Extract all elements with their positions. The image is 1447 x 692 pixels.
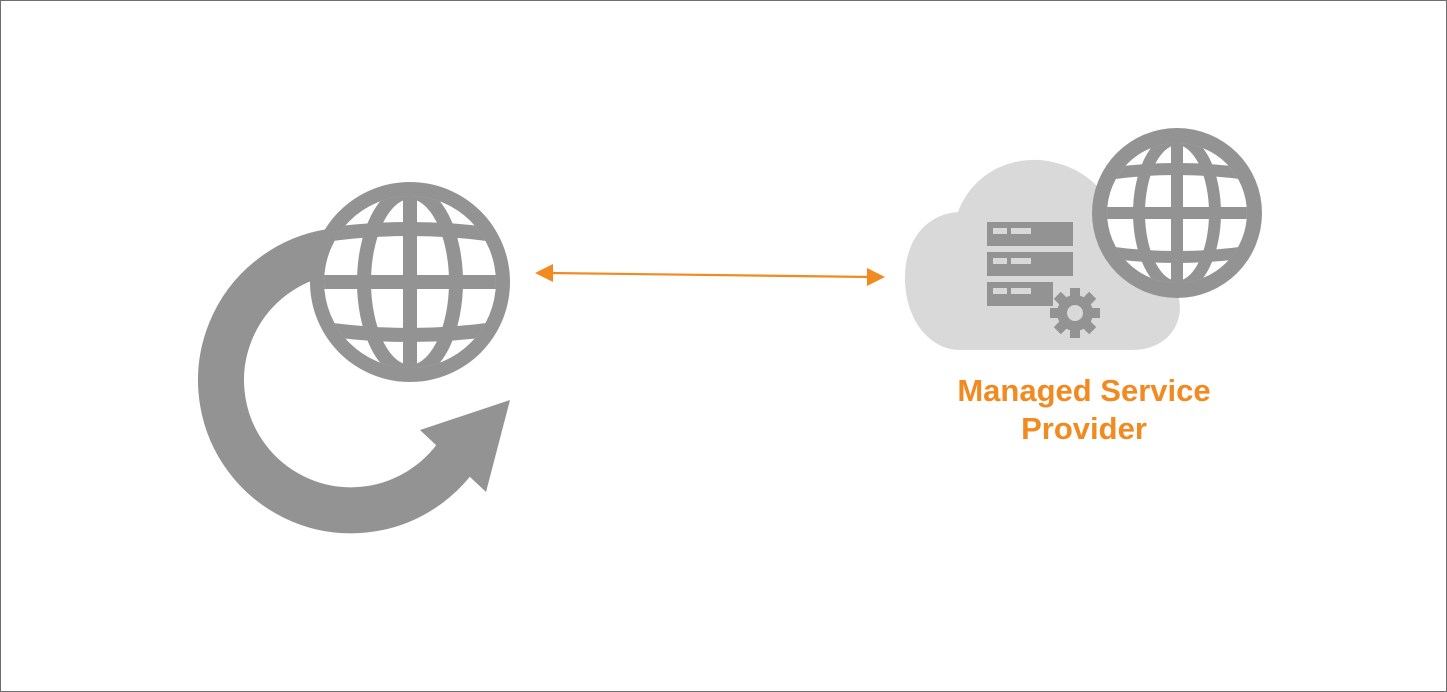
gear-icon <box>1050 288 1100 338</box>
managed-service-provider-label: Managed Service Provider <box>900 372 1268 448</box>
circular-arrow-icon <box>198 229 510 534</box>
globe-icon <box>310 182 510 382</box>
globe-icon <box>1092 128 1262 298</box>
label-line-1: Managed Service <box>957 373 1211 408</box>
label-line-2: Provider <box>1021 411 1147 446</box>
bidirectional-arrow <box>535 264 885 286</box>
server-stack-icon <box>987 222 1073 306</box>
